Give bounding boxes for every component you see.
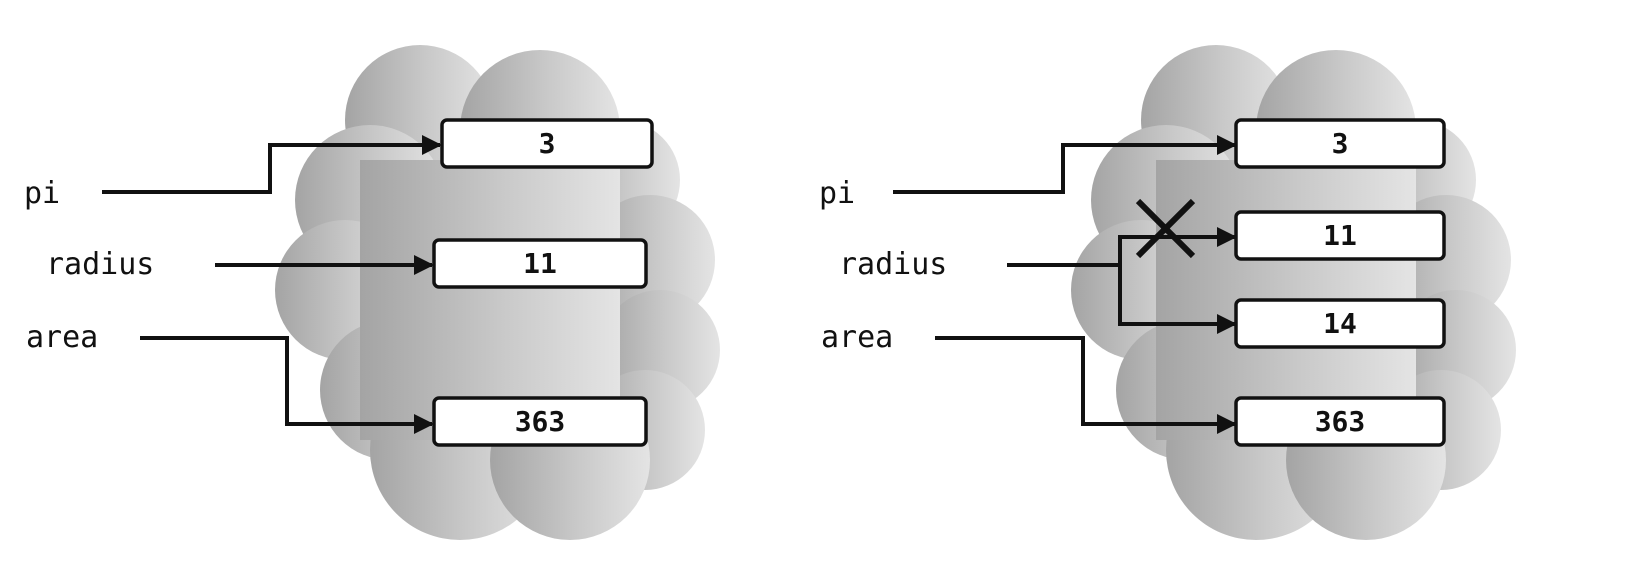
binding-arrows <box>102 135 442 434</box>
value-boxes: 3 11 363 <box>432 118 654 447</box>
variable-label: pi <box>24 176 60 211</box>
variable-label: area <box>26 320 98 355</box>
value-text: 14 <box>1323 307 1357 340</box>
arrow-pi-to-value <box>102 135 442 194</box>
arrow-radius-to-new-value <box>1118 265 1237 334</box>
value-box: 11 <box>432 238 648 289</box>
value-text: 11 <box>523 247 557 280</box>
value-text: 363 <box>515 405 566 438</box>
value-text: 3 <box>1332 127 1349 160</box>
arrow-area-to-value <box>140 336 434 434</box>
broken-binding-cross <box>1135 198 1196 259</box>
diagram-after-reassignment: pi radius area 3 11 14 <box>819 45 1516 540</box>
variable-label: radius <box>839 247 947 282</box>
value-text: 11 <box>1323 219 1357 252</box>
diagram-before-reassignment: pi radius area 3 11 363 <box>24 45 720 540</box>
variable-label: area <box>821 320 893 355</box>
value-box: 363 <box>1234 396 1446 447</box>
variable-names: pi radius area <box>24 176 154 355</box>
value-boxes: 3 11 14 363 <box>1234 118 1446 447</box>
value-box: 14 <box>1234 298 1446 349</box>
value-text: 3 <box>539 127 556 160</box>
value-box: 3 <box>440 118 654 169</box>
arrow-pi-to-value <box>893 135 1237 194</box>
arrow-area-to-value <box>935 336 1237 434</box>
variable-names: pi radius area <box>819 176 947 355</box>
value-box: 363 <box>432 396 648 447</box>
value-box: 3 <box>1234 118 1446 169</box>
variable-label: radius <box>46 247 154 282</box>
value-text: 363 <box>1315 405 1366 438</box>
variable-label: pi <box>819 176 855 211</box>
value-box: 11 <box>1234 210 1446 261</box>
